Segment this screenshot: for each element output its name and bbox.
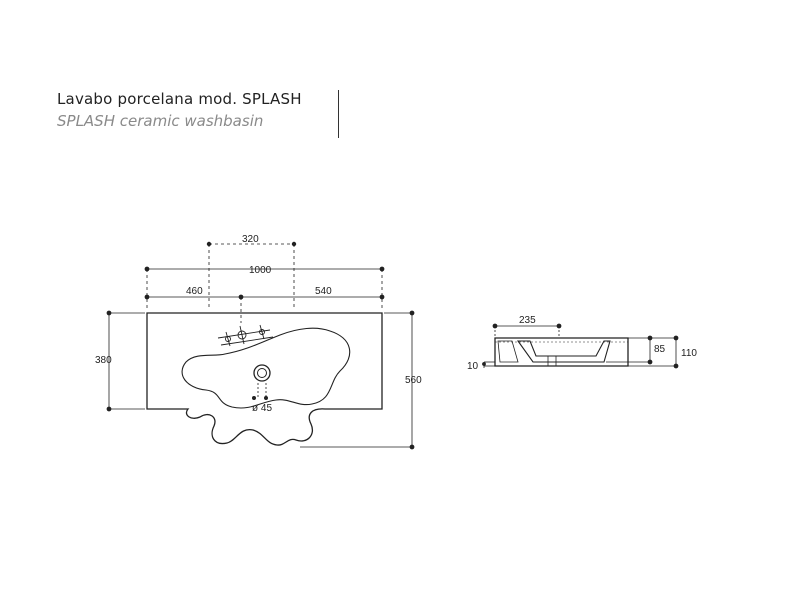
dim-540-label: 540 [315, 286, 332, 297]
title-sub: SPLASH ceramic washbasin [57, 112, 264, 130]
dim-560-label: 560 [405, 375, 422, 386]
dim-110-label: 110 [681, 348, 697, 359]
dim-1000-line [144, 266, 385, 310]
dim-320-line [206, 241, 297, 310]
side-view [482, 323, 679, 369]
dim-460-label: 460 [186, 286, 203, 297]
side-bowl-hatch [497, 340, 519, 363]
dim-85-label: 85 [654, 344, 666, 355]
dim-320-label: 320 [242, 234, 259, 245]
faucet-holes [217, 324, 274, 347]
dim-380-line [106, 310, 145, 412]
basin-outline [146, 312, 383, 446]
dim-1000-label: 1000 [249, 265, 272, 276]
title-block: Lavabo porcelana mod. SPLASH SPLASH cera… [57, 90, 302, 130]
drain [253, 364, 271, 382]
dim-380-label: 380 [95, 355, 112, 366]
dim-drain-label: ø 45 [252, 403, 272, 414]
dim-560-line [300, 310, 415, 450]
dim-85-line [606, 335, 653, 365]
dim-460-540-line [144, 294, 385, 323]
dim-235-label: 235 [519, 315, 536, 326]
dim-10-label: 10 [467, 361, 479, 372]
title-divider [338, 90, 339, 138]
dim-110-line [628, 335, 679, 369]
top-view [106, 241, 415, 450]
dim-drain-line [251, 383, 268, 400]
side-bowl-section [516, 340, 611, 363]
dim-10-line [482, 361, 495, 368]
bowl-outline [181, 327, 351, 409]
dim-235-line [492, 323, 562, 336]
title-main: Lavabo porcelana mod. SPLASH [57, 90, 302, 108]
